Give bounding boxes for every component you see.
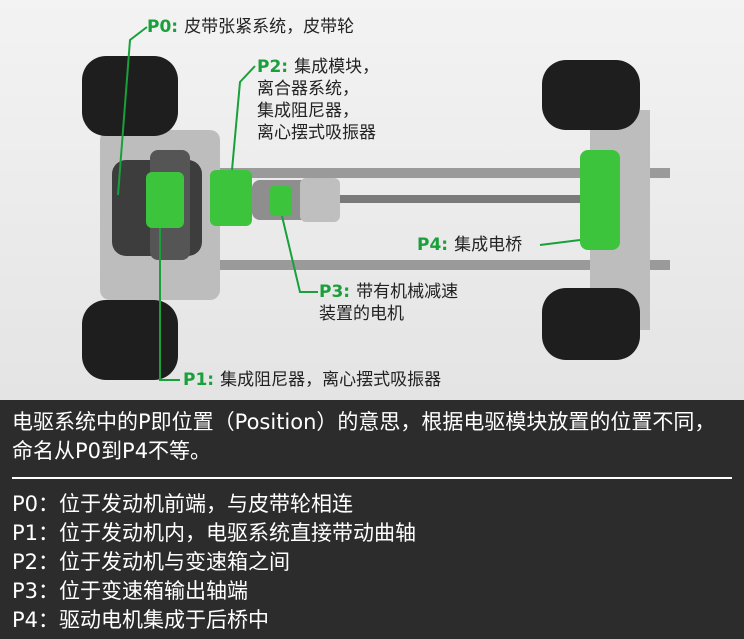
p1-leader	[159, 228, 180, 381]
p3-key: P3:	[319, 282, 351, 302]
p4-leader	[539, 239, 581, 246]
p4-callout: P4:集成电桥	[417, 234, 522, 256]
p3-module	[270, 186, 292, 216]
divider	[12, 477, 732, 479]
front-right-tire	[82, 300, 178, 380]
driveshaft	[340, 195, 580, 203]
frame-rail	[110, 260, 670, 270]
p1-callout: P1:集成阻尼器，离心摆式吸振器	[183, 369, 441, 391]
drivetrain-diagram: P0:皮带张紧系统，皮带轮 P2:集成模块， 离合器系统， 集成阻尼器， 离心摆…	[0, 0, 744, 400]
rear-left-tire	[542, 60, 640, 130]
p4-key: P4:	[417, 235, 449, 255]
p1-text: 集成阻尼器，离心摆式吸振器	[220, 370, 442, 390]
p2-key: P2:	[257, 57, 289, 77]
rear-right-tire	[542, 288, 640, 360]
p2-text: 集成模块， 离合器系统， 集成阻尼器， 离心摆式吸振器	[257, 57, 380, 143]
p2-leader	[231, 65, 256, 171]
list-item-p2: P2：位于发动机与变速箱之间	[12, 550, 291, 574]
p1-module	[146, 172, 184, 228]
p3-text: 带有机械减速 装置的电机	[319, 282, 459, 324]
front-left-tire	[82, 56, 178, 136]
list-item-p3: P3：位于变速箱输出轴端	[12, 579, 249, 603]
list-item-p1: P1：位于发动机内，电驱系统直接带动曲轴	[12, 521, 417, 545]
transfer-case	[300, 178, 340, 222]
explanation-panel: 电驱系统中的P即位置（Position）的意思，根据电驱模块放置的位置不同，命名…	[0, 400, 744, 639]
p0-callout: P0:皮带张紧系统，皮带轮	[147, 16, 354, 38]
p3-leader	[281, 215, 318, 293]
p3-callout: P3:带有机械减速 装置的电机	[319, 281, 458, 325]
p0-key: P0:	[147, 17, 179, 37]
p4-text: 集成电桥	[454, 235, 523, 255]
p2-module	[210, 170, 252, 226]
list-item-p4: P4：驱动电机集成于后桥中	[12, 608, 270, 632]
p2-callout: P2:集成模块， 离合器系统， 集成阻尼器， 离心摆式吸振器	[257, 56, 379, 144]
p0-text: 皮带张紧系统，皮带轮	[184, 17, 355, 37]
list-item-p0: P0：位于发动机前端，与皮带轮相连	[12, 492, 354, 516]
intro-paragraph: 电驱系统中的P即位置（Position）的意思，根据电驱模块放置的位置不同，命名…	[12, 410, 716, 463]
chassis-illustration	[82, 26, 670, 381]
frame-rail	[110, 168, 670, 178]
p1-key: P1:	[183, 370, 215, 390]
p4-e-axle	[580, 150, 620, 250]
p0-leader	[117, 26, 148, 196]
position-list: P0：位于发动机前端，与皮带轮相连 P1：位于发动机内，电驱系统直接带动曲轴 P…	[12, 490, 416, 635]
